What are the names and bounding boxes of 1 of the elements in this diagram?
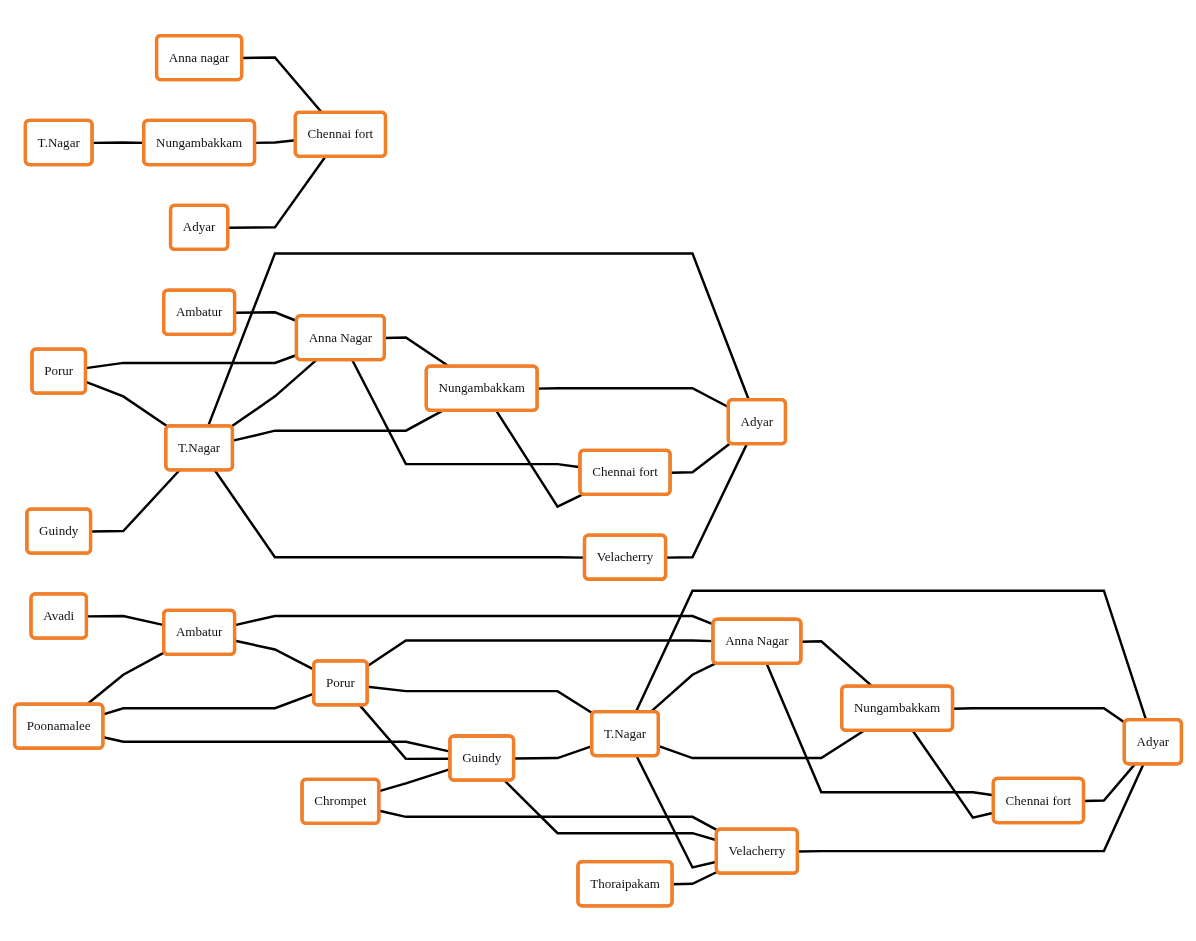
connector [206, 252, 750, 427]
